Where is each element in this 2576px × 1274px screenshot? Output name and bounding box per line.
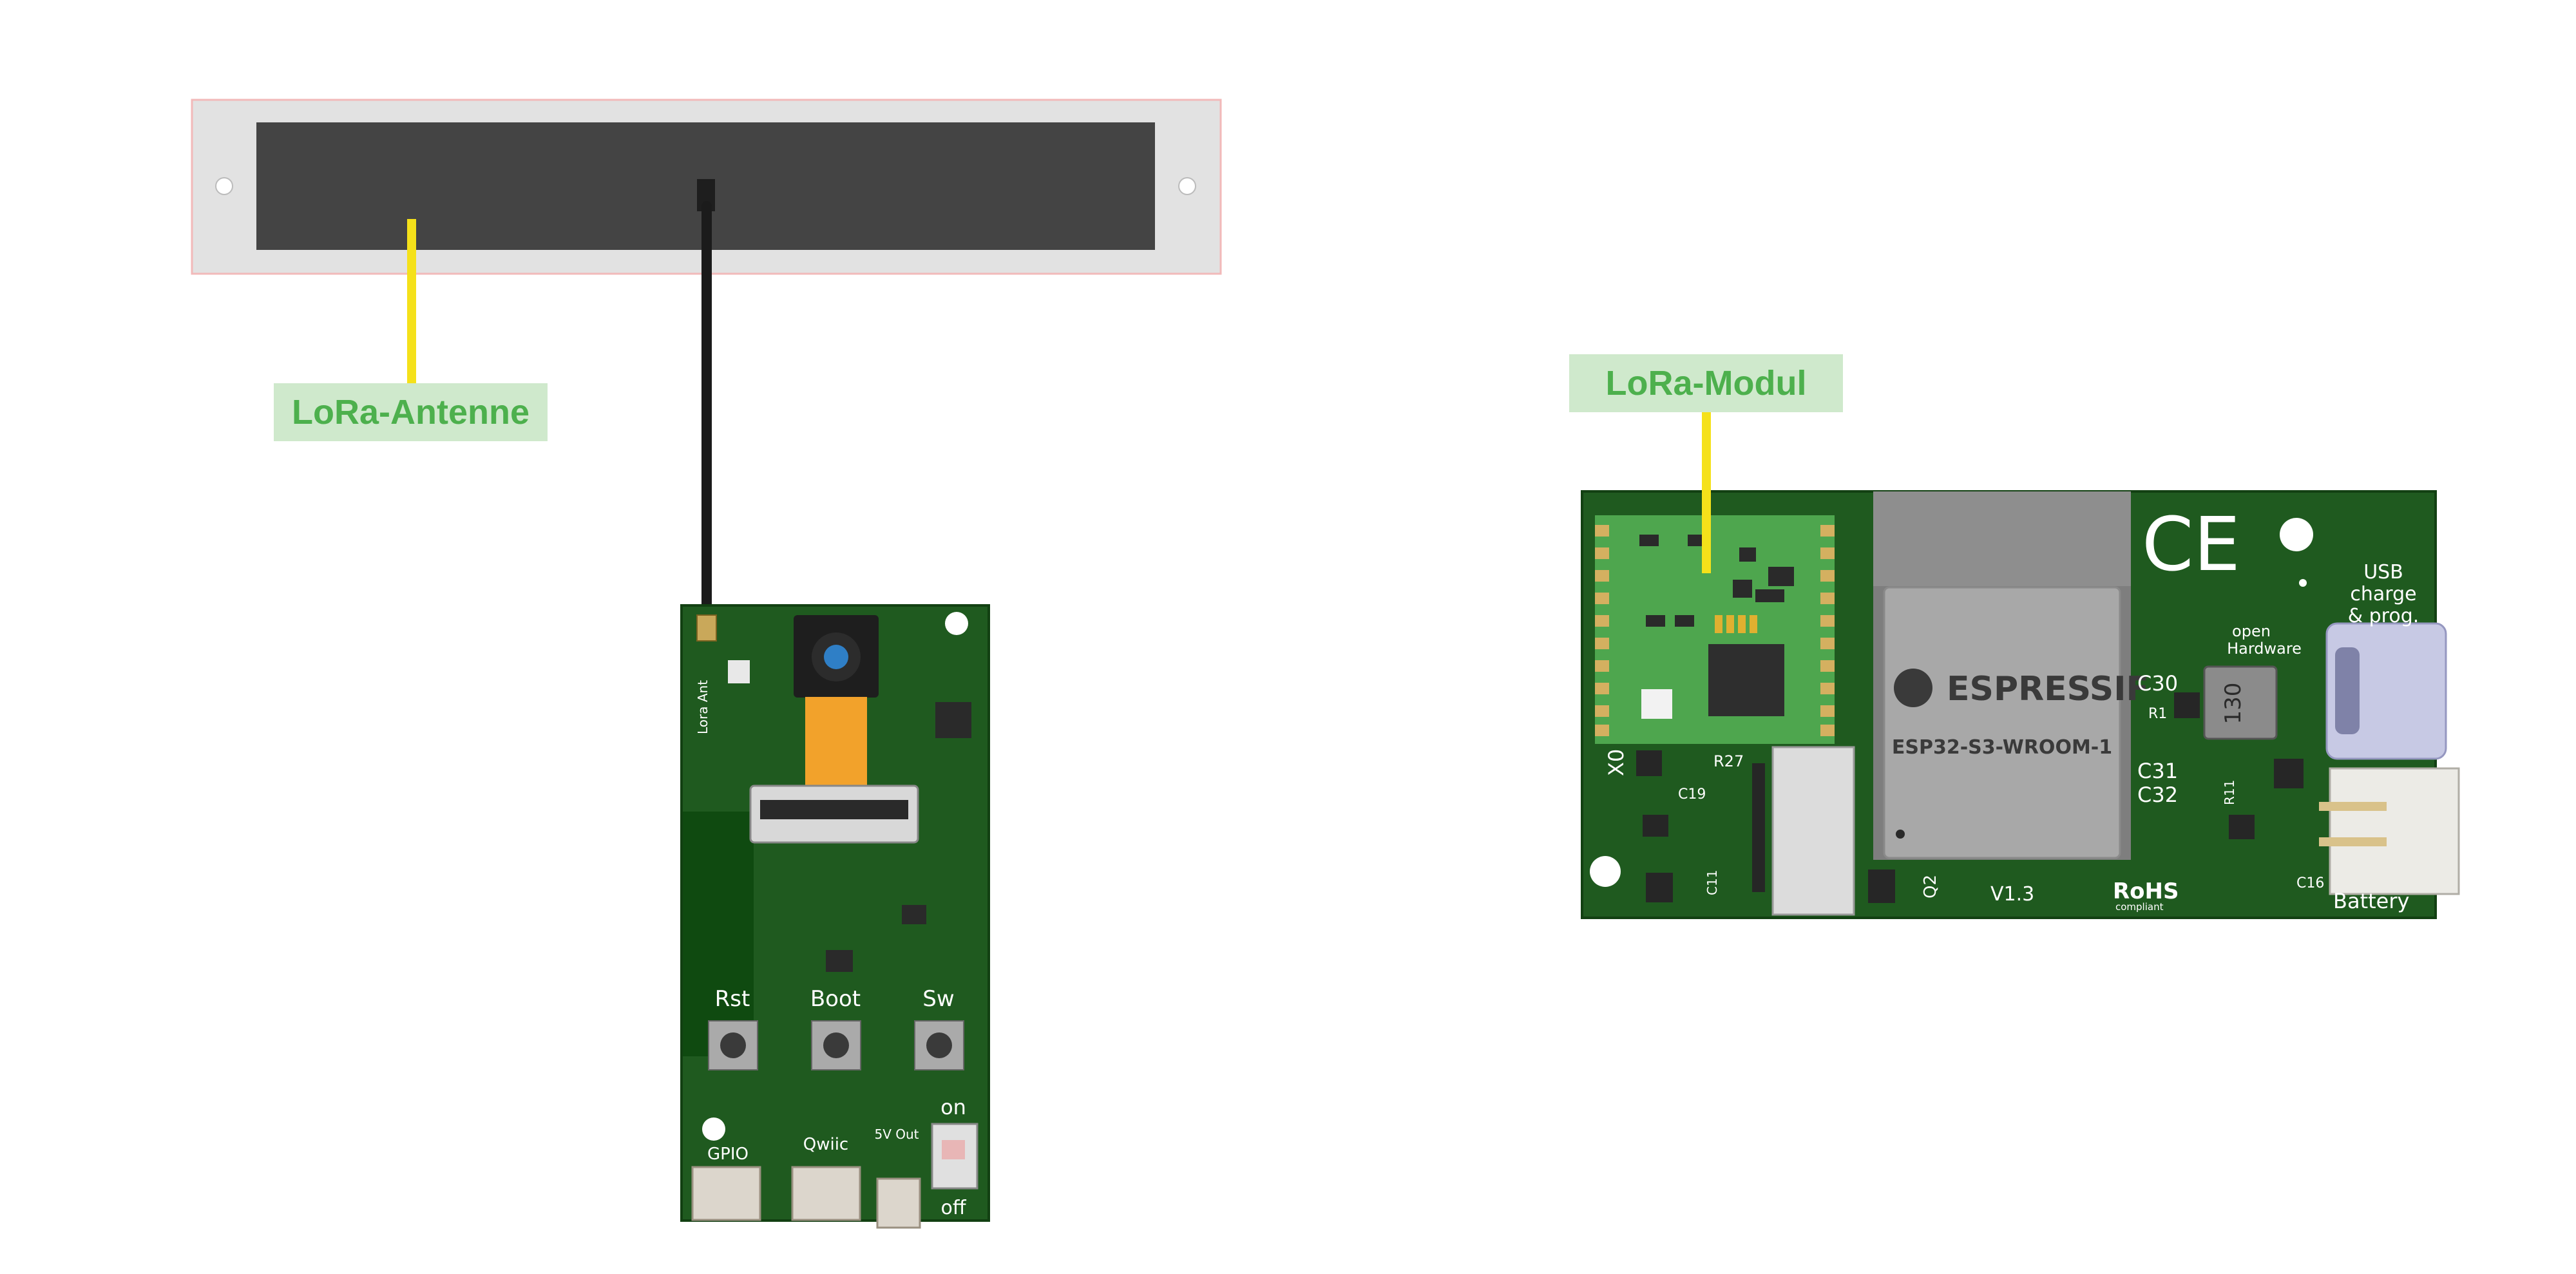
ref-c19: C19 [1678,786,1706,803]
usb-c-opening [2335,647,2360,734]
ref-c30: C30 [2137,671,2178,696]
back-mount-hole-top [2280,518,2313,551]
ce-mark: CE [2142,502,2240,588]
lora-passives [1639,535,1794,627]
chip-small [826,950,853,972]
ref-c31: C31 [2137,759,2178,783]
back-mount-hole-bottom [1590,856,1621,887]
boot-button[interactable] [811,1020,861,1070]
esp32-pin1-marker [1896,830,1905,839]
ref-c32: C32 [2137,783,2178,807]
chip-qfn [935,702,971,738]
battery-connector [2329,767,2460,895]
button-label-sw: Sw [922,986,954,1012]
esp32-brand: ESPRESSIF [1947,670,2149,708]
inductor [2203,665,2278,740]
connector-label-gpio: GPIO [707,1145,749,1164]
usb-label-line-2: charge [2350,583,2416,605]
ref-q2: Q2 [1921,875,1940,898]
lora-pads [1715,615,1757,633]
battery-pin-2 [2319,837,2387,846]
lora-module-label: LoRa-Modul [1605,364,1807,403]
espressif-logo-icon [1894,669,1932,707]
ufl-pad [728,660,750,683]
reset-button[interactable] [708,1020,758,1070]
ref-r1: R1 [2148,706,2167,722]
lora-antenna-label: LoRa-Antenne [292,393,530,432]
esp32-shield [1883,586,2121,859]
rohs-sub-label: compliant [2115,901,2164,913]
esp32-antenna-area [1873,491,2131,588]
front-board: Lora Ant Rst Boot Sw GPIO Qwiic 5V [680,604,990,1229]
lora-antenna-callout: LoRa-Antenne [274,383,548,441]
ref-c11: C11 [1704,870,1720,895]
button-label-boot: Boot [810,986,861,1012]
gpio-connector [691,1166,761,1221]
rohs-label: RoHS [2113,879,2179,904]
sw-button[interactable] [914,1020,964,1070]
mounting-hole-right [1178,177,1196,195]
antenna-port-label: Lora Ant [695,680,711,734]
ground-plane-area [683,812,754,1056]
lora-module-callout: LoRa-Modul [1569,354,1843,412]
usb-label-line-1: USB [2363,561,2403,584]
lora-chip [1708,644,1784,716]
chip-small-2 [902,905,926,924]
ref-r11: R11 [2222,780,2237,805]
front-mount-hole-top [945,612,968,635]
lora-crystal [1641,689,1672,719]
camera-flex-cable [805,697,867,794]
connector-label-qwiic: Qwiic [803,1135,848,1154]
back-board: ESPRESSIF ESP32-S3-WROOM-1 130 CE USB ch… [1581,490,2460,919]
power-switch-slider [942,1140,965,1159]
button-label-rst: Rst [715,986,750,1012]
ref-c16: C16 [2296,875,2324,891]
qwiic-connector [791,1166,861,1221]
version-label: V1.3 [1990,883,2034,906]
esp32-model: ESP32-S3-WROOM-1 [1892,736,2112,759]
ref-r27: R27 [1713,752,1744,770]
open-hardware-line-1: open [2232,622,2271,640]
ufl-connector [696,614,717,642]
usb-label-line-3: & prog. [2348,605,2419,627]
sd-card-slot [1771,746,1855,916]
lora-module-castellations [1595,525,1835,736]
battery-label: Battery [2333,889,2409,913]
open-hardware-line-2: Hardware [2227,640,2302,658]
camera-fpc-slot [760,800,908,819]
mounting-hole-left [215,177,233,195]
camera-lens [824,645,848,669]
x0-label: X0 [1604,749,1628,776]
front-mount-hole-bottom [702,1117,725,1141]
back-via [2299,579,2307,587]
inductor-marking: 130 [2220,683,2246,725]
5v-out-connector [876,1177,921,1229]
switch-label-on: on [940,1095,966,1119]
back-smd-parts [1636,692,2304,903]
switch-label-off: off [940,1197,966,1219]
connector-label-5v-out: 5V Out [874,1127,919,1142]
battery-pin-1 [2319,802,2387,811]
